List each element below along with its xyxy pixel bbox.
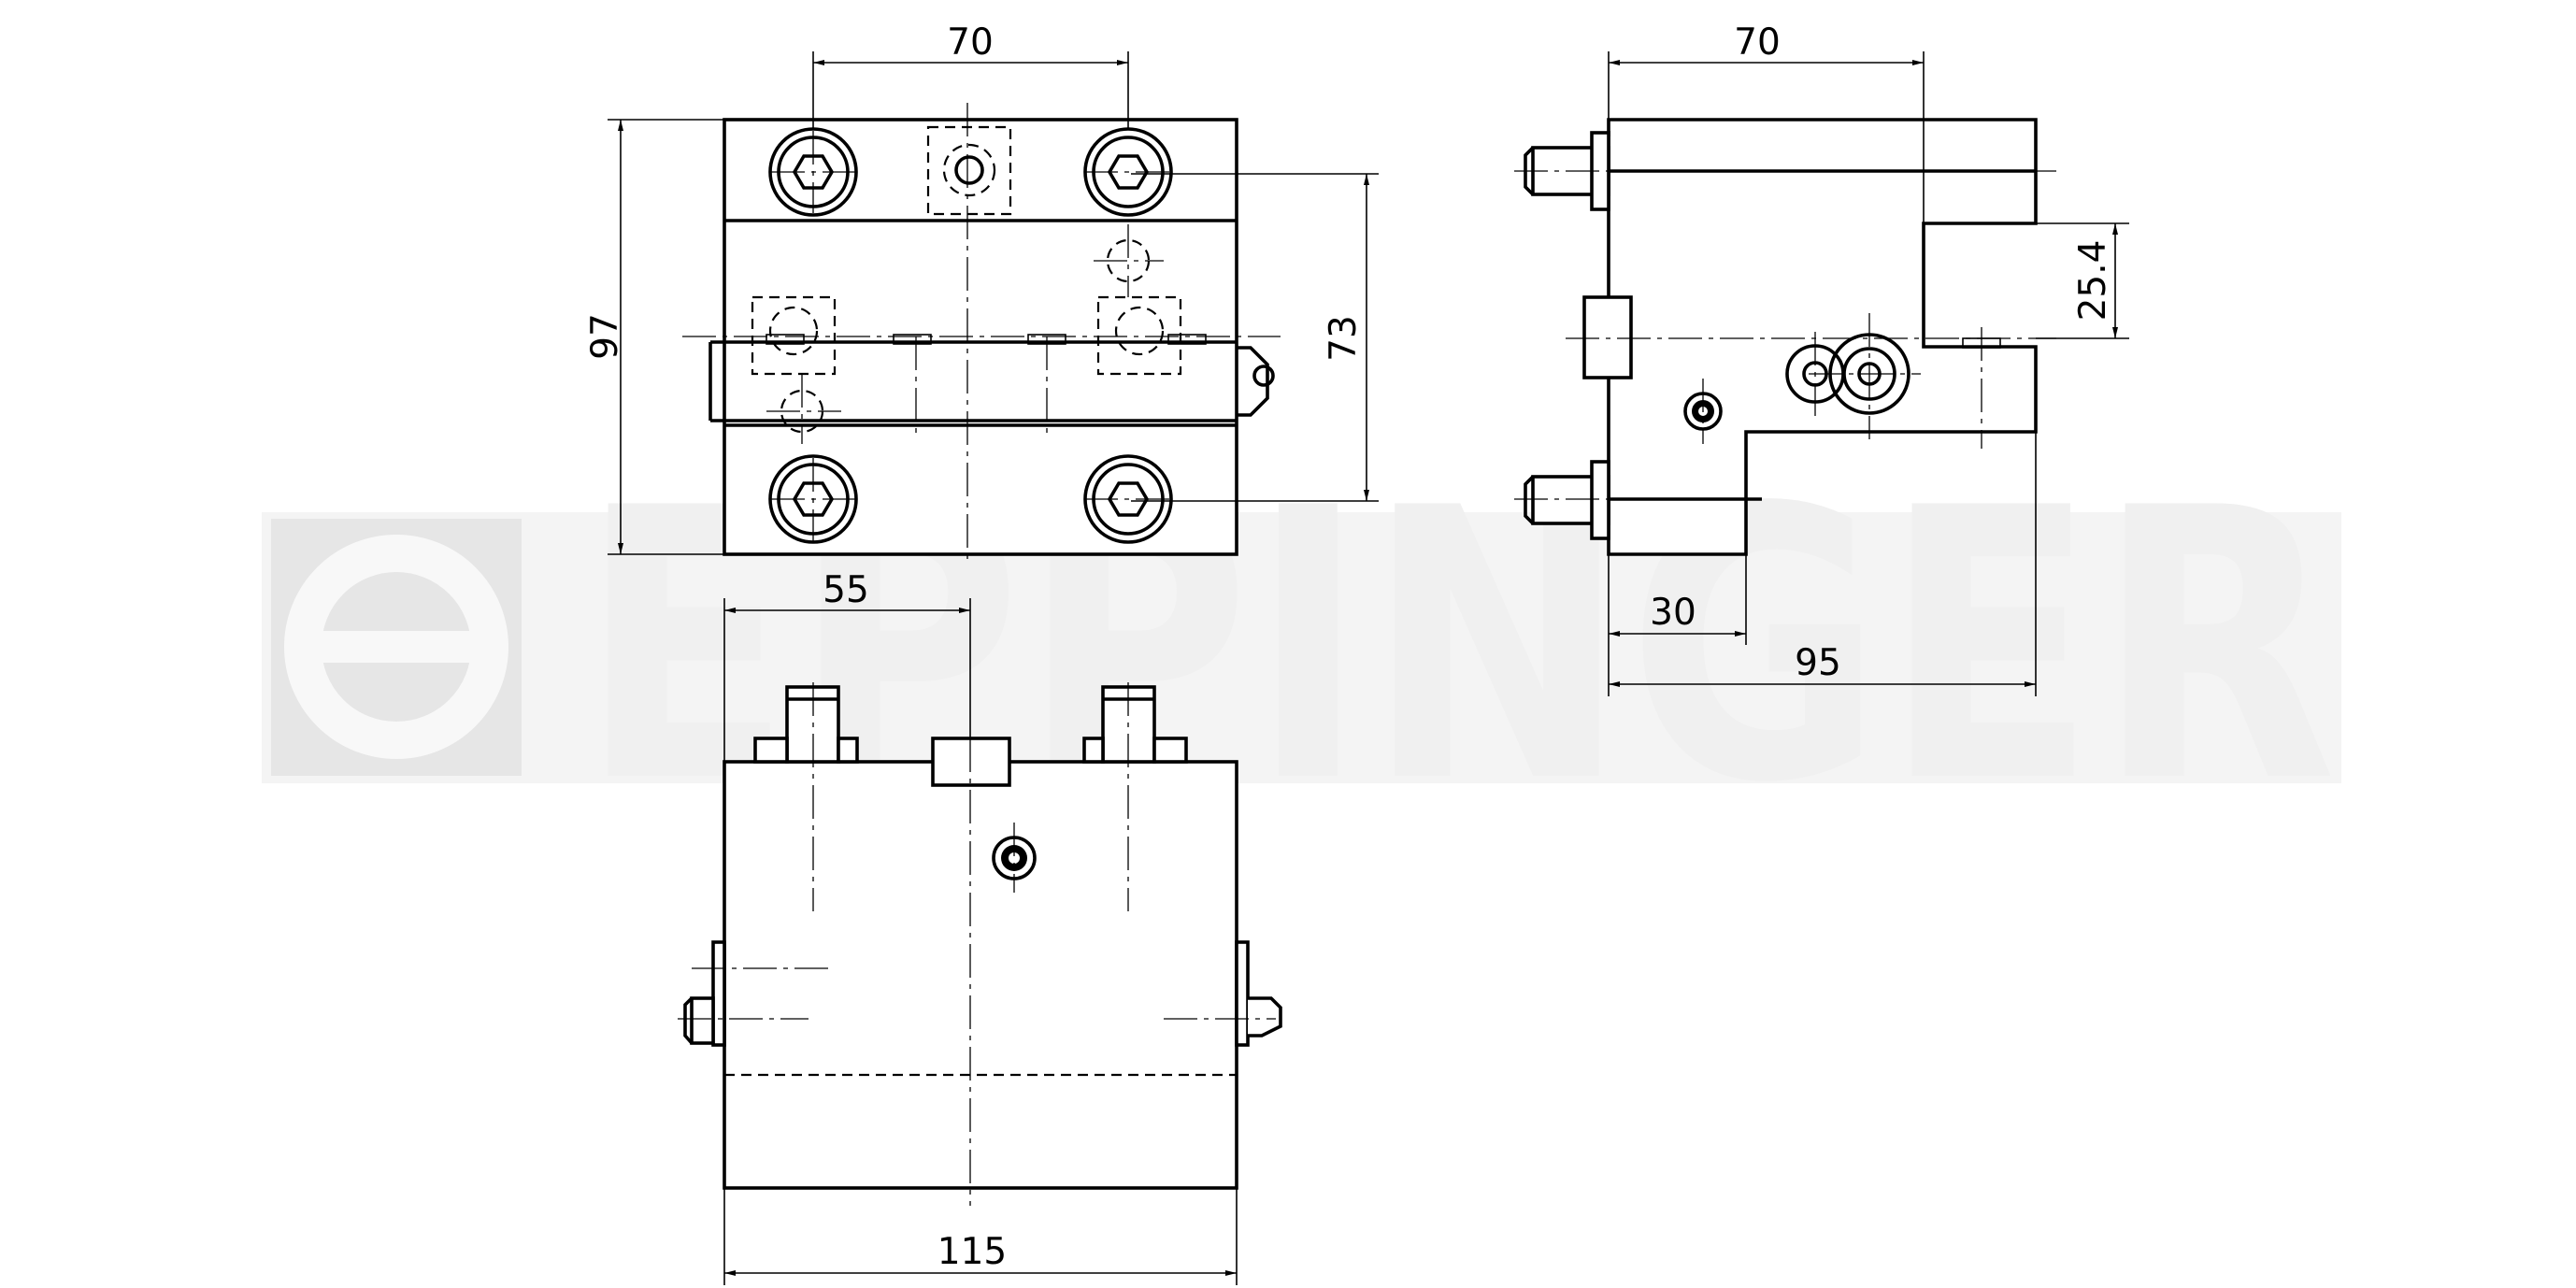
dim-side-total-width: 95 [1795,642,1841,684]
dim-side-step-height: 25.4 [2072,240,2114,322]
watermark: EPPINGER [262,430,2341,865]
dim-bottom-total-width: 115 [937,1231,1007,1273]
side-view [1514,118,2056,556]
dim-side-step-width: 30 [1650,592,1696,634]
front-dimensions: 70 97 73 [584,21,1379,555]
bottom-view [678,682,1282,1206]
eppinger-logo-icon [271,519,522,776]
dim-front-height: 97 [584,313,626,360]
dim-front-bolt-spacing: 73 [1323,315,1365,362]
front-view [682,103,1281,561]
dim-front-width-top: 70 [947,21,994,64]
side-dimensions: 70 25.4 30 95 [1608,21,2129,696]
bottom-dimensions: 55 115 [723,569,1238,1285]
dim-side-width-top: 70 [1734,21,1781,64]
dim-bottom-offset: 55 [823,569,869,611]
